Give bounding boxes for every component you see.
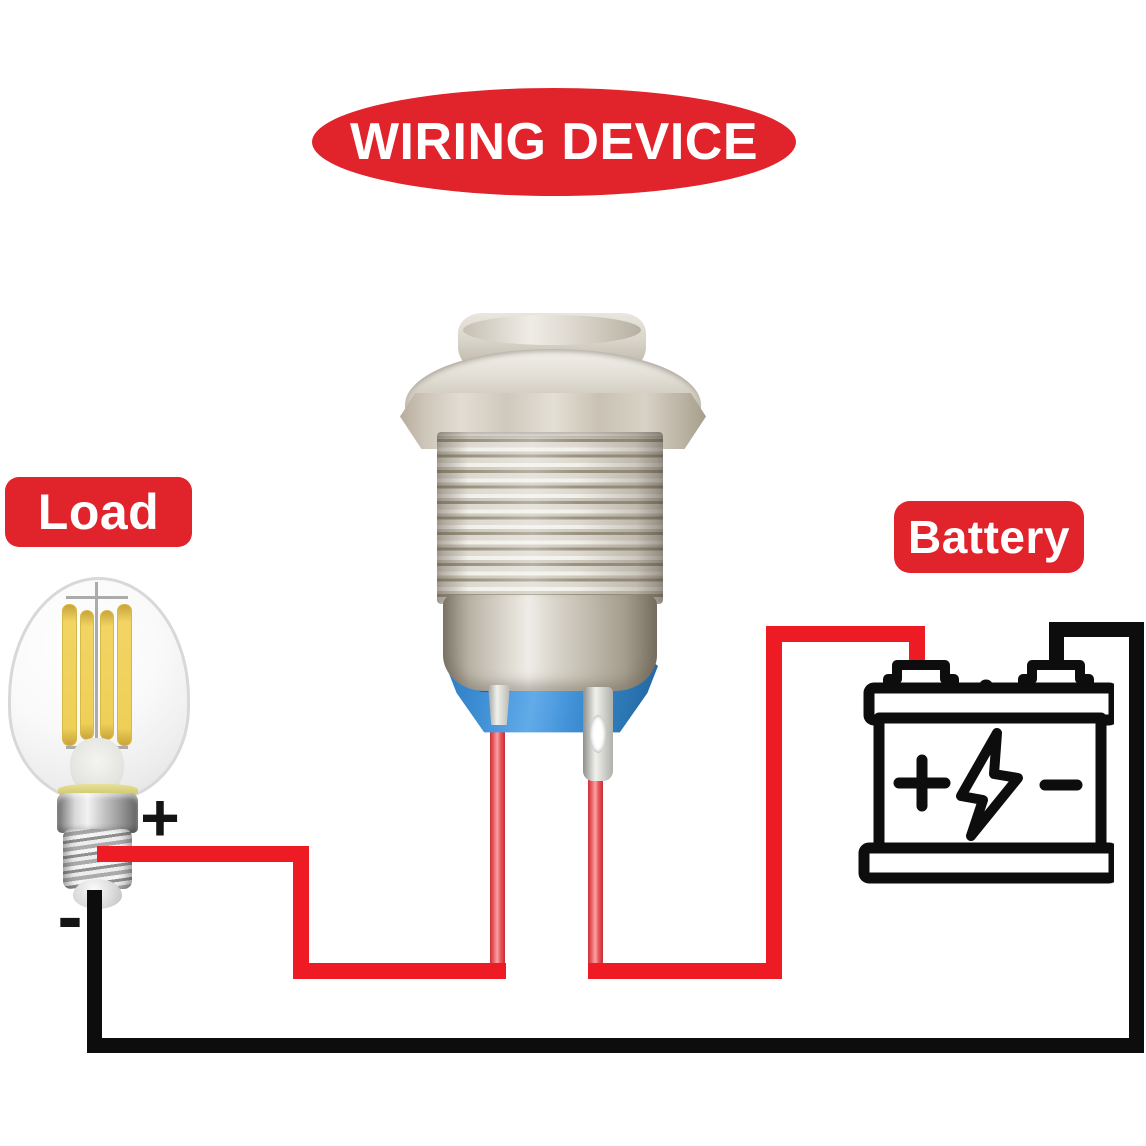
red-wire-segment xyxy=(293,846,309,978)
bulb-filament xyxy=(62,604,77,746)
plus-sign: + xyxy=(140,780,180,856)
title-text: WIRING DEVICE xyxy=(349,113,759,171)
bulb-support-wire xyxy=(66,596,128,599)
bulb-filament xyxy=(100,610,114,740)
switch-terminal-right xyxy=(583,687,613,781)
battery-bottom-tray xyxy=(858,842,1114,884)
red-wire-segment xyxy=(588,724,603,970)
red-wire-segment xyxy=(293,963,506,979)
battery-label-text: Battery xyxy=(907,511,1070,563)
battery-label: Battery xyxy=(894,501,1084,573)
black-wire-segment xyxy=(87,890,102,1053)
red-wire-segment xyxy=(766,626,918,642)
bulb-base-cap xyxy=(57,793,138,833)
battery-lightning-bolt-icon xyxy=(956,728,1023,841)
battery-icon xyxy=(858,660,1114,884)
bulb-filament xyxy=(80,610,94,740)
switch-terminal-left xyxy=(488,685,510,725)
red-wire-segment xyxy=(909,626,925,670)
black-wire-segment xyxy=(1049,622,1064,672)
switch-cap-top xyxy=(463,315,641,345)
minus-sign: - xyxy=(57,873,83,959)
battery-plus-icon xyxy=(893,754,951,812)
black-wire-segment xyxy=(1129,622,1144,1053)
switch-terminal-hole xyxy=(590,715,606,753)
red-wire-segment xyxy=(588,963,781,979)
red-wire-segment xyxy=(490,712,505,970)
load-label: Load xyxy=(5,477,192,547)
bulb-stem-wire xyxy=(95,582,98,745)
red-wire-segment xyxy=(766,626,782,979)
bulb-filament xyxy=(117,604,132,746)
load-label-text: Load xyxy=(37,484,160,540)
red-wire-segment xyxy=(97,846,309,862)
title-badge: WIRING DEVICE xyxy=(312,88,796,196)
switch-barrel xyxy=(443,595,657,691)
black-wire-segment xyxy=(87,1038,1144,1053)
black-wire-segment xyxy=(1049,622,1144,637)
push-button-switch xyxy=(395,305,715,785)
switch-threads xyxy=(437,432,663,604)
